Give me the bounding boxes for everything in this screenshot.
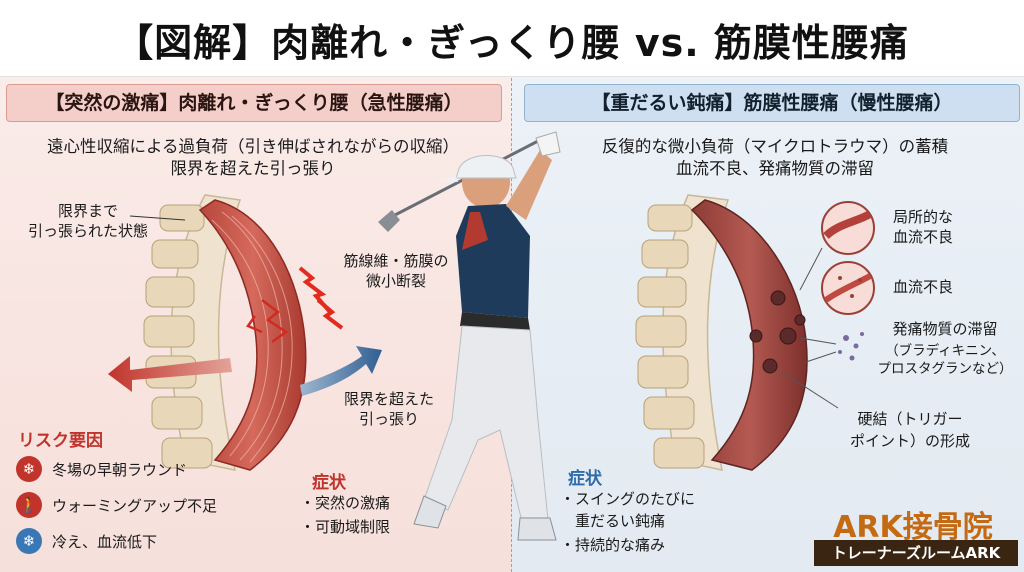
brand-logo: ARK接骨院 xyxy=(833,510,993,545)
risk-item: ❄ 冷え、血流低下 xyxy=(16,527,157,555)
label-tear-line1: 筋線維・筋膜の xyxy=(343,252,449,270)
right-spine-illustration xyxy=(635,194,730,471)
label-flow: 血流不良 xyxy=(892,278,953,296)
right-symptom-item: ・スイングのたびに xyxy=(560,490,696,508)
left-subtitle-line2: 限界を超えた引っ張り xyxy=(170,159,336,178)
label-stretched-line2: 引っ張られた状態 xyxy=(27,222,148,240)
left-muscle-illustration xyxy=(198,199,344,471)
label-stretched-line1: 限界まで xyxy=(57,202,118,220)
label-pull-line2: 引っ張り xyxy=(358,410,419,428)
label-substance-line1: 発痛物質の滞留 xyxy=(892,320,998,338)
left-symptom-item: ・突然の激痛 xyxy=(300,494,391,512)
golfer-illustration xyxy=(378,131,561,541)
page-title: 【図解】肉離れ・ぎっくり腰 vs. 筋膜性腰痛 xyxy=(115,21,909,65)
right-symptom-item: 重だるい鈍痛 xyxy=(560,512,666,530)
risk-item-label: 冬場の早朝ラウンド xyxy=(52,460,188,479)
label-local-line1: 局所的な xyxy=(892,208,953,226)
risk-title: リスク要因 xyxy=(18,431,103,451)
label-substance-line2: （ブラディキニン、 xyxy=(885,343,1005,359)
stretch-arrow-left xyxy=(108,356,232,392)
knot-leader-line xyxy=(781,371,839,409)
label-tear-line2: 微小断裂 xyxy=(365,272,426,290)
right-subtitle-line2: 血流不良、発痛物質の滞留 xyxy=(676,159,874,178)
brand-subtitle: トレーナーズルームARK xyxy=(814,540,1018,566)
left-symptom-item: ・可動域制限 xyxy=(300,518,391,536)
leader-line xyxy=(129,215,186,221)
left-symptoms-title: 症状 xyxy=(312,473,346,493)
right-muscle-illustration xyxy=(690,199,808,471)
risk-item: 🚶 ウォーミングアップ不足 xyxy=(16,491,217,519)
risk-item-label: ウォーミングアップ不足 xyxy=(52,496,218,515)
stretch-arrow-right xyxy=(300,346,382,396)
left-subtitle-line1: 遠心性収縮による過負荷（引き伸ばされながらの収縮） xyxy=(46,137,459,156)
callout-local-flow xyxy=(799,201,875,291)
label-knot-line2: ポイント）の形成 xyxy=(849,432,970,450)
label-pull-line1: 限界を超えた xyxy=(343,390,434,408)
label-knot-line1: 硬結（トリガー xyxy=(857,410,963,428)
callout-flow xyxy=(821,261,875,315)
label-substance-line3: プロスタグランなど） xyxy=(877,361,1013,377)
snowflake-icon: ❄ xyxy=(16,456,42,482)
right-subtitle-line1: 反復的な微小負荷（マイクロトラウマ）の蓄積 xyxy=(601,137,949,156)
title-bar xyxy=(0,0,1024,77)
risk-item-label: 冷え、血流低下 xyxy=(52,532,158,551)
risk-item: ❄ 冬場の早朝ラウンド xyxy=(16,455,187,483)
right-symptom-item: ・持続的な痛み xyxy=(560,536,666,554)
right-symptoms-title: 症状 xyxy=(568,469,602,489)
snowflake-icon: ❄ xyxy=(16,528,42,554)
substance-dots xyxy=(799,332,864,363)
person-icon: 🚶 xyxy=(16,492,42,518)
label-local-line2: 血流不良 xyxy=(892,228,953,246)
right-panel-header: 【重だるい鈍痛】筋膜性腰痛（慢性腰痛） xyxy=(524,84,1020,122)
left-panel-header: 【突然の激痛】肉離れ・ぎっくり腰（急性腰痛） xyxy=(6,84,502,122)
